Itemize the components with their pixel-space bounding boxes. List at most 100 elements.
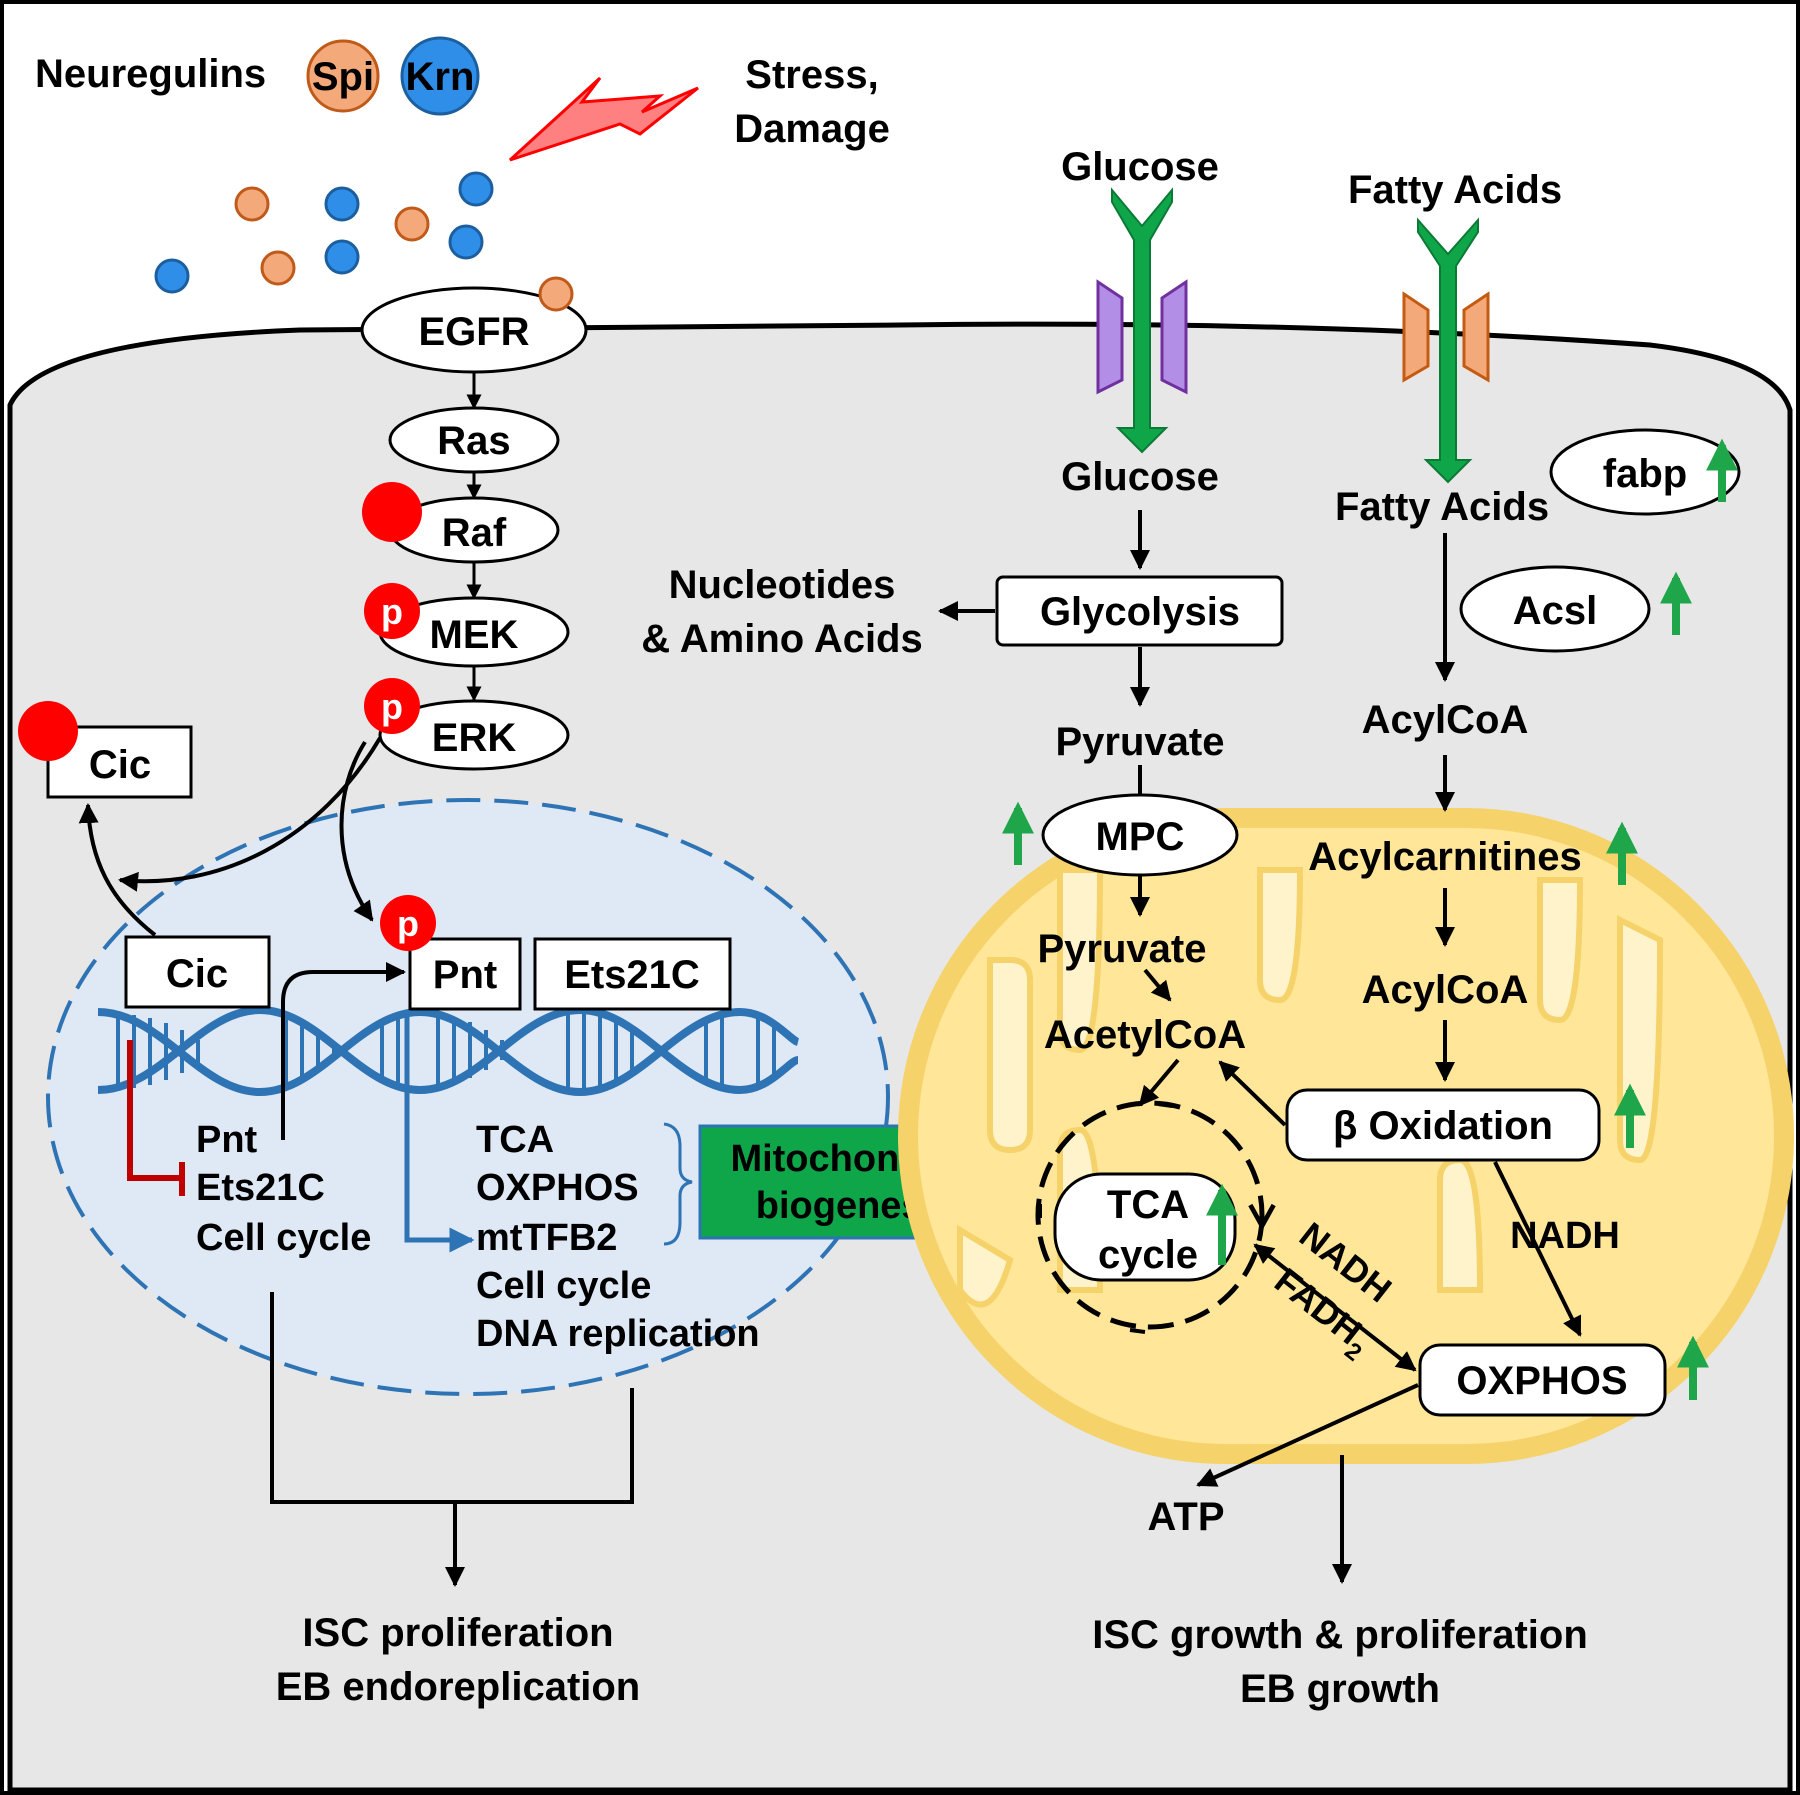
left-outcome-line1: ISC proliferation: [302, 1611, 613, 1655]
acetylcoa-label: AcetylCoA: [1044, 1013, 1246, 1057]
krn-ligand: [324, 186, 360, 222]
erk-phospho-dot: [364, 678, 420, 734]
raf-modification-dot: [362, 482, 422, 542]
target-brace: [663, 1122, 693, 1246]
egfr-label: EGFR: [418, 310, 529, 354]
fa-transporter-right: [1462, 291, 1490, 383]
mpc-node: [1041, 793, 1239, 877]
spi-ligand: [234, 186, 270, 222]
glucose-import-arrow: [1111, 187, 1173, 454]
mpc-label: MPC: [1096, 815, 1185, 859]
nucleotides-label-line2: & Amino Acids: [641, 617, 923, 661]
spi-legend-label: Spi: [312, 55, 374, 99]
raf-label: Raf: [442, 511, 507, 555]
right-outcome-line1: ISC growth & proliferation: [1092, 1613, 1588, 1657]
left-outcome-line2: EB endoreplication: [276, 1665, 641, 1709]
mek-phospho-label: p: [381, 591, 403, 632]
krn-ligand: [458, 171, 494, 207]
glucose-transporter-right: [1160, 279, 1188, 395]
arrow-cic-export: [78, 803, 157, 937]
fatty-acids-intracellular-label: Fatty Acids: [1335, 485, 1549, 529]
left-outcome-bracket: [270, 1292, 634, 1504]
dna-helix: [97, 1005, 800, 1097]
neuregulins-label: Neuregulins: [35, 52, 266, 96]
arrow-acetylcoa-tca: [1138, 1058, 1180, 1107]
tca-cycle-arrowheads: [1038, 1102, 1262, 1334]
glucose-extracellular-label: Glucose: [1061, 145, 1219, 189]
ras-label: Ras: [437, 419, 510, 463]
krn-legend-circle: [400, 36, 480, 116]
spi-ligand: [394, 206, 430, 242]
fabp-label: fabp: [1603, 452, 1687, 496]
pnt-target: mtTFB2: [476, 1217, 617, 1259]
nadh-beta-label: NADH: [1510, 1215, 1620, 1257]
krn-legend-label: Krn: [406, 55, 475, 99]
pnt-target: TCA: [476, 1119, 554, 1161]
pyruvate-cytoplasm-label: Pyruvate: [1056, 720, 1225, 764]
mek-phospho-dot: [364, 583, 420, 639]
fa-transporter-left: [1402, 291, 1430, 383]
ligand-dots: [154, 171, 494, 294]
acylcoa-cytoplasm-label: AcylCoA: [1362, 698, 1529, 742]
cic-cytoplasm-label: Cic: [89, 743, 151, 787]
pnt-target: Cell cycle: [476, 1265, 651, 1307]
arrow-pyruvate-acetylcoa: [1143, 968, 1172, 1002]
oxphos-label: OXPHOS: [1456, 1359, 1627, 1403]
arrow-erk-cic: [118, 736, 382, 892]
glycolysis-box: [995, 575, 1284, 647]
pnt-target: OXPHOS: [476, 1167, 639, 1209]
fa-import-arrow: [1417, 217, 1479, 484]
erk-node: [378, 699, 570, 771]
krn-ligand: [154, 258, 190, 294]
pnt-phospho-label: p: [397, 903, 419, 944]
atp-label: ATP: [1147, 1495, 1224, 1539]
oxphos-box: [1418, 1343, 1667, 1417]
stress-label-line2: Damage: [734, 107, 890, 151]
fatty-acids-extracellular-label: Fatty Acids: [1348, 168, 1562, 212]
tca-label-line2: cycle: [1098, 1233, 1198, 1277]
glucose-transporter-left: [1096, 279, 1124, 395]
cic-nucleus-label: Cic: [166, 952, 228, 996]
arrow-erk-pnt: [339, 740, 374, 922]
stress-label-line1: Stress,: [745, 53, 878, 97]
erk-label: ERK: [432, 716, 517, 760]
beta-oxidation-label: β Oxidation: [1333, 1104, 1553, 1148]
pnt-phospho-dot: [380, 895, 436, 951]
beta-oxidation-box: [1285, 1088, 1601, 1162]
krn-ligand: [324, 239, 360, 275]
acylcarnitines-label: Acylcarnitines: [1308, 835, 1581, 879]
cic-repression-line: [127, 1040, 180, 1181]
tca-cycle-box: [1053, 1172, 1237, 1282]
arrow-cic-target-to-pnt: [281, 962, 406, 1140]
glucose-intracellular-label: Glucose: [1061, 455, 1219, 499]
tca-label-line1: TCA: [1107, 1183, 1189, 1227]
pnt-transcription-arrow: [404, 1010, 475, 1253]
right-outcome-line2: EB growth: [1240, 1667, 1440, 1711]
cic-nucleus-box: [124, 935, 271, 1009]
arrow-tca-oxphos: [1253, 1243, 1417, 1372]
pnt-target: DNA replication: [476, 1313, 760, 1355]
cic-cytoplasm-mod-dot: [18, 701, 78, 761]
arrow-beta-acetylcoa: [1218, 1060, 1287, 1127]
acsl-node: [1459, 565, 1651, 653]
pyruvate-mito-label: Pyruvate: [1038, 927, 1207, 971]
pnt-label: Pnt: [433, 953, 497, 997]
mek-label: MEK: [430, 613, 519, 657]
acylcoa-mito-label: AcylCoA: [1362, 968, 1529, 1012]
cic-target: Ets21C: [196, 1167, 325, 1209]
lightning-icon: [508, 76, 699, 162]
spi-bound-ligand: [538, 276, 574, 312]
ets21c-label: Ets21C: [564, 953, 700, 997]
spi-legend-circle: [306, 39, 380, 113]
krn-ligand: [448, 224, 484, 260]
cic-target: Pnt: [196, 1119, 258, 1161]
nucleus: [46, 798, 890, 1396]
fabp-node: [1549, 428, 1741, 516]
spi-ligand: [260, 250, 296, 286]
acsl-label: Acsl: [1513, 589, 1598, 633]
ets21c-box: [533, 937, 732, 1011]
erk-phospho-label: p: [381, 686, 403, 727]
pnt-box: [408, 937, 522, 1011]
nucleotides-label-line1: Nucleotides: [669, 563, 896, 607]
